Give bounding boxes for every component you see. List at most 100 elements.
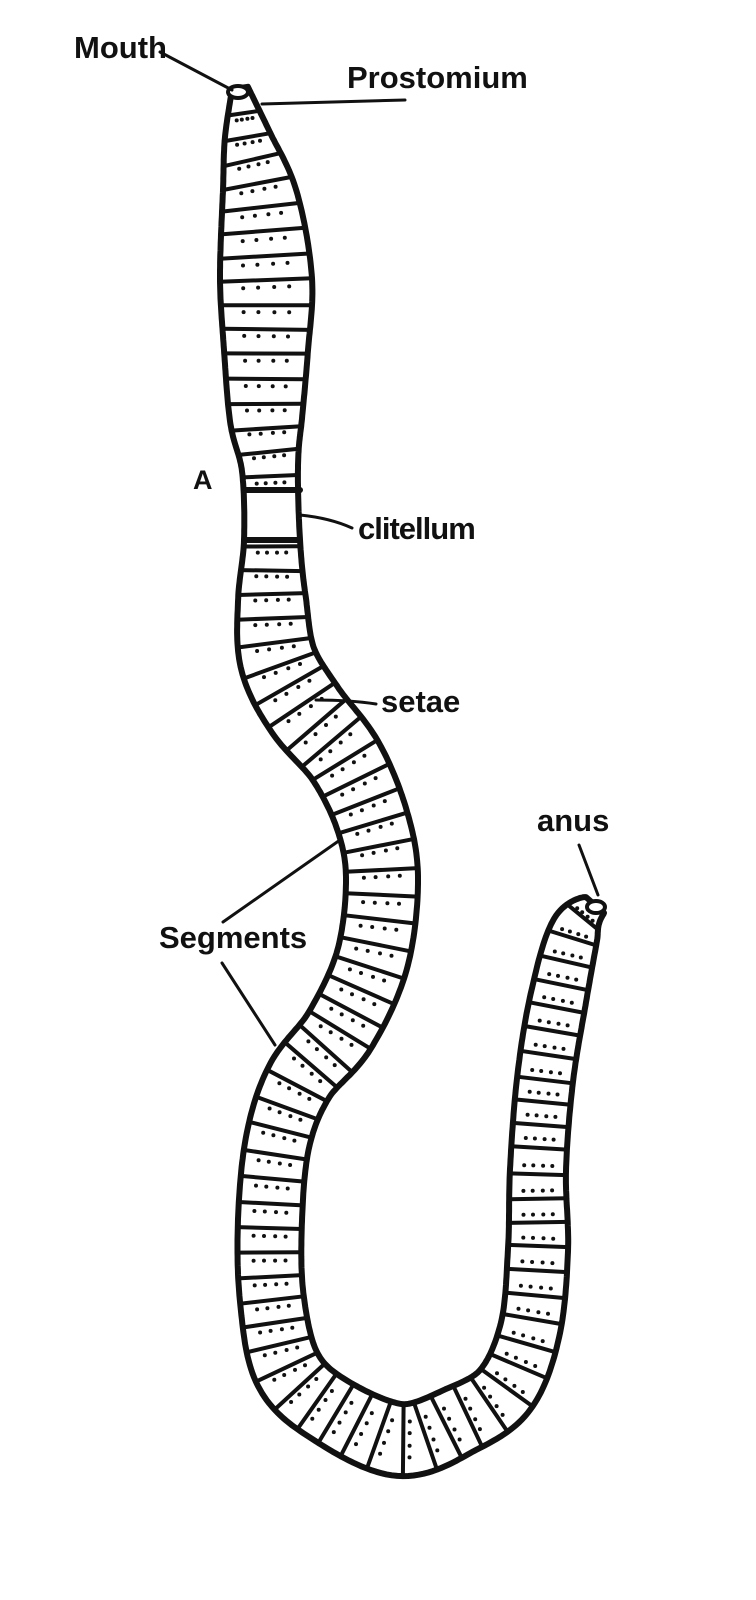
seta-dot [256,358,261,363]
seta-dot [527,1089,532,1094]
seta-dot [282,1136,287,1141]
seta-dot [271,334,276,339]
seta-dot [382,978,387,983]
seta-dot [262,1353,267,1358]
seta-dot [526,1308,531,1313]
seta-dot [329,1006,334,1011]
seta-dot [382,1440,386,1445]
clitellum-label: clitellum [358,511,476,546]
segment-ring [495,1333,558,1355]
segment-ring [310,738,380,782]
seta-dot [256,162,261,167]
seta-dot [277,1161,282,1166]
segment-ring [225,108,262,118]
segment-ring [506,1242,571,1250]
seta-dot [234,118,239,123]
segment-ring [238,1173,307,1184]
seta-dot [348,812,353,817]
seta-dot [297,711,302,716]
segment-ring [222,131,273,144]
segment-ring [317,991,385,1030]
seta-dot [530,1188,535,1193]
seta-dot [258,138,262,143]
seta-dot [361,900,366,905]
seta-dot [359,808,364,813]
seta-dot [282,453,287,458]
seta-dot [265,550,269,555]
seta-dot [314,1377,319,1381]
segment-ring [220,326,312,332]
seta-dot [365,948,370,953]
seta-dot [250,189,255,194]
segment-ring [238,1294,306,1306]
segment-ring [341,836,416,855]
seta-dot [397,873,402,878]
seta-dot [314,1047,319,1052]
setae-label: setae [381,684,461,719]
seta-dot [551,997,556,1001]
seta-dot [313,732,318,737]
seta-dot [331,1430,336,1435]
segment-ring [235,636,314,650]
seta-dot [330,773,335,778]
seta-dot [252,213,257,218]
seta-dot [521,1235,526,1240]
segment-ring [240,473,300,480]
segment-ring [526,1000,587,1015]
seta-dot [284,1348,289,1352]
seta-dot [565,1023,570,1028]
seta-dot [558,1071,562,1076]
seta-dot [292,1138,297,1143]
seta-dot [556,1021,561,1026]
seta-dot [266,212,271,217]
seta-dot [271,358,276,363]
seta-dot [267,1106,272,1111]
seta-dot [360,853,365,858]
anus-leader [577,843,600,897]
seta-dot [488,1394,493,1399]
prostomium-label: Prostomium [347,60,528,95]
seta-dot [318,1024,323,1029]
seta-dot [247,432,252,437]
seta-dot [241,310,246,315]
seta-dot [329,1389,334,1393]
seta-dot [288,1114,293,1119]
seta-dot [348,732,353,737]
seta-dot [503,1377,508,1382]
seta-dot [287,284,292,289]
seta-dot [282,480,287,485]
seta-dot [541,1236,546,1241]
segment-ring [400,1402,406,1479]
segment-ring [329,786,402,817]
seta-dot [540,1339,545,1344]
seta-dot [351,760,356,765]
seta-dot [531,1336,536,1341]
seta-dot [550,1164,555,1168]
seta-dot [261,1130,266,1135]
seta-dot [525,1112,530,1117]
seta-dot [354,946,359,951]
seta-dot [389,821,394,826]
segment-ring [515,1074,575,1086]
seta-dot [295,1345,300,1350]
seta-dot [273,184,278,189]
segment-ring [272,1361,327,1412]
seta-dot [407,1431,412,1436]
seta-dot [542,1137,547,1142]
segment-ring [500,1312,564,1327]
seta-dot [521,1212,526,1217]
seta-dot [276,1304,281,1309]
seta-dot [241,286,246,291]
seta-dot [270,430,275,435]
segment-ring [326,973,397,1007]
segment-ring [503,1290,568,1301]
seta-dot [273,670,278,675]
seta-dot [283,1234,288,1239]
seta-dot [263,481,268,486]
seta-dot [523,1360,528,1364]
seta-dot [256,334,261,339]
seta-dot [272,1377,277,1382]
segment-ring [254,1094,320,1122]
seta-dot [473,1417,478,1422]
segment-ring [451,1383,485,1449]
